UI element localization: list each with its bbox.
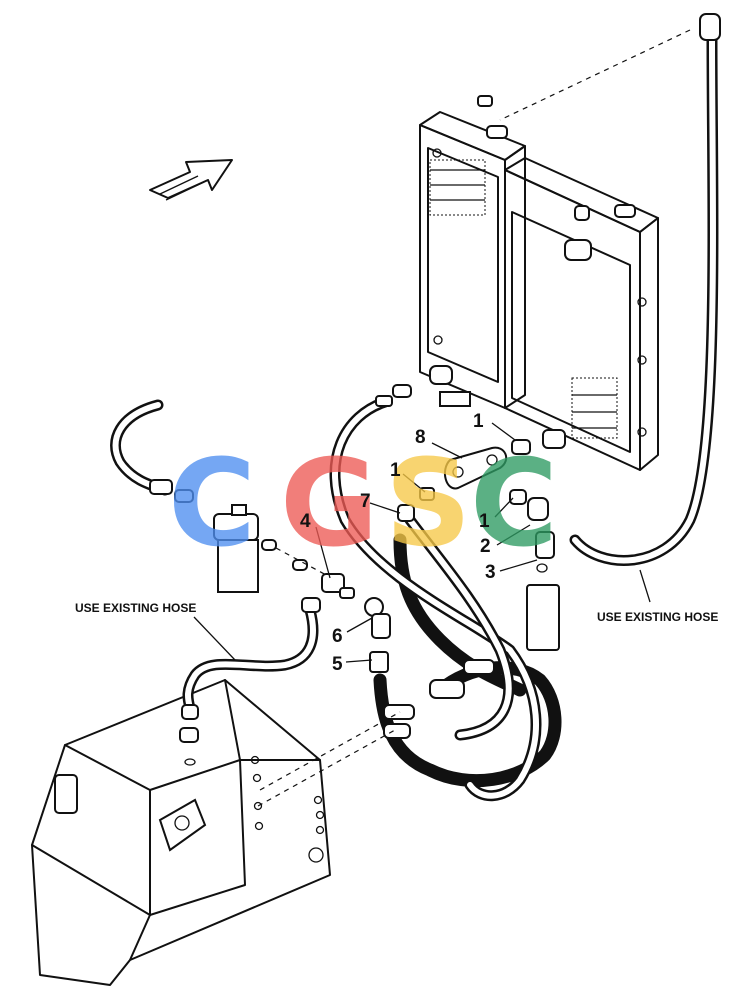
callout-1-middle: 1: [390, 460, 401, 481]
callout-8: 8: [415, 427, 426, 448]
front-direction-arrow-icon: [149, 159, 233, 201]
callout-1-lower: 1: [479, 511, 490, 532]
new-hydraulic-hose: [373, 533, 562, 788]
elbow-fitting-4: [321, 573, 355, 599]
oil-filter: [213, 504, 329, 593]
note-left-existing-hose: USE EXISTING HOSE: [75, 601, 196, 615]
existing-hose-right: [477, 13, 721, 566]
callout-6: 6: [332, 626, 343, 647]
callouts: 1 8 1 7 4 1 2 3 6 5: [300, 411, 496, 675]
existing-hose-left: [179, 597, 321, 766]
watermark: C G S C: [168, 435, 558, 574]
oil-cooler-radiator: [419, 111, 659, 471]
callout-1-top: 1: [473, 411, 484, 432]
callout-2: 2: [480, 536, 491, 557]
valve-manifold: [397, 429, 566, 651]
hydraulic-tank: [31, 679, 401, 986]
callout-3: 3: [485, 562, 496, 583]
leader-lines: [193, 422, 651, 663]
filter-return-hose: [110, 399, 194, 503]
callout-5: 5: [332, 654, 343, 675]
callout-4: 4: [300, 511, 311, 532]
watermark-letter-1: C: [168, 435, 256, 574]
adapter-fitting-5: [369, 651, 389, 673]
note-right-existing-hose: USE EXISTING HOSE: [597, 610, 718, 624]
pilot-hoses: [329, 384, 542, 802]
callout-7: 7: [360, 491, 371, 512]
watermark-letter-4: C: [470, 435, 558, 574]
watermark-letter-3: S: [385, 435, 471, 574]
elbow-fitting-6: [364, 597, 391, 639]
watermark-letter-2: G: [280, 435, 379, 574]
fin-hatching: [429, 159, 618, 439]
